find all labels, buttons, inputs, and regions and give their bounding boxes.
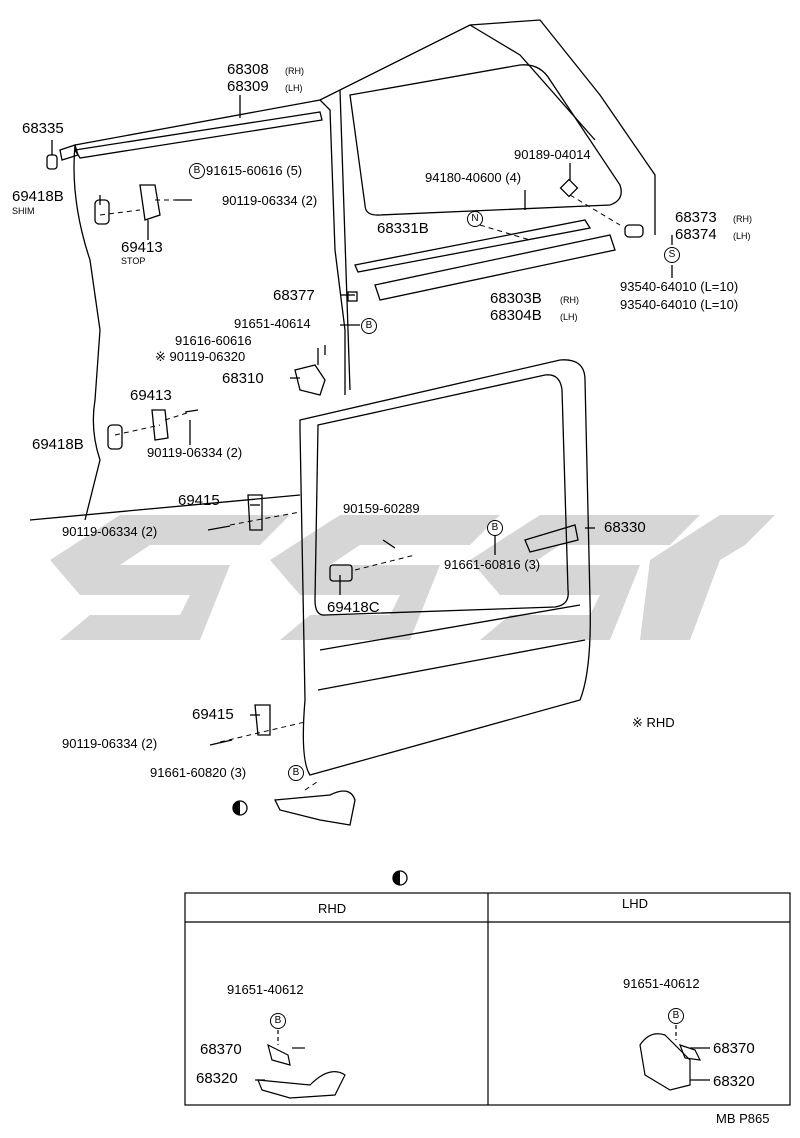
circle-b-marker: B: [668, 1008, 684, 1024]
part-label: 68320: [713, 1073, 755, 1090]
part-label: 90189-04014: [514, 147, 591, 162]
part-label: 93540-64010 (L=10): [620, 297, 739, 312]
part-label: 69418B: [12, 188, 64, 205]
circle-b-marker: B: [270, 1013, 286, 1029]
part-label: 68308: [227, 61, 269, 78]
part-label: 68331B: [377, 220, 429, 237]
circle-b-marker: B: [189, 163, 205, 179]
rhd-note: ※ RHD: [632, 715, 675, 730]
side-label: (LH): [560, 312, 578, 322]
part-label: 68335: [22, 120, 64, 137]
part-label: 68330: [604, 519, 646, 536]
circle-b-marker: B: [487, 520, 503, 536]
circle-b-marker: B: [361, 318, 377, 334]
part-label: 69415: [192, 706, 234, 723]
part-label: 68374: [675, 226, 717, 243]
side-label: (RH): [733, 214, 752, 224]
part-label: 69418C: [327, 599, 380, 616]
note-label: SHIM: [12, 206, 35, 216]
part-label: ※ 90119-06320: [155, 349, 246, 364]
part-label: 68377: [273, 287, 315, 304]
part-label: 68310: [222, 370, 264, 387]
circle-b-marker: B: [288, 765, 304, 781]
side-label: (LH): [285, 83, 303, 93]
note-label: STOP: [121, 256, 146, 266]
part-label: 68309: [227, 78, 269, 95]
table-header-lhd: LHD: [622, 896, 649, 911]
part-label: 68303B: [490, 290, 542, 307]
part-label: 90119-06334 (2): [62, 736, 158, 751]
table-header-rhd: RHD: [318, 901, 347, 916]
part-label: 69415: [178, 492, 220, 509]
side-label: (RH): [560, 295, 579, 305]
part-label: 91651-40612: [623, 976, 700, 991]
part-label: 90119-06334 (2): [62, 524, 158, 539]
side-label: (RH): [285, 66, 304, 76]
part-label: 91661-60816 (3): [444, 557, 541, 572]
circle-n-marker: N: [467, 211, 483, 227]
side-label: (LH): [733, 231, 751, 241]
part-label: 93540-64010 (L=10): [620, 279, 739, 294]
circle-s-marker: S: [664, 247, 680, 263]
part-label: 91651-40614: [234, 316, 311, 331]
part-label: 91615-60616 (5): [206, 163, 303, 178]
part-label: 68320: [196, 1070, 238, 1087]
part-label: 91651-40612: [227, 982, 304, 997]
part-label: 69413: [130, 387, 172, 404]
part-label: 68370: [200, 1041, 242, 1058]
part-label: 69413: [121, 239, 163, 256]
part-label: 91616-60616: [175, 333, 252, 348]
watermark-logo: [50, 515, 775, 640]
part-label: 91661-60820 (3): [150, 765, 247, 780]
part-label: 69418B: [32, 436, 84, 453]
part-label: 68304B: [490, 307, 542, 324]
part-label: 90119-06334 (2): [222, 193, 318, 208]
figure-code: MB P865: [716, 1111, 770, 1126]
part-label: 68370: [713, 1040, 755, 1057]
part-label: 94180-40600 (4): [425, 170, 522, 185]
part-label: 90119-06334 (2): [147, 445, 243, 460]
part-label: 68373: [675, 209, 717, 226]
part-label: 90159-60289: [343, 501, 420, 516]
